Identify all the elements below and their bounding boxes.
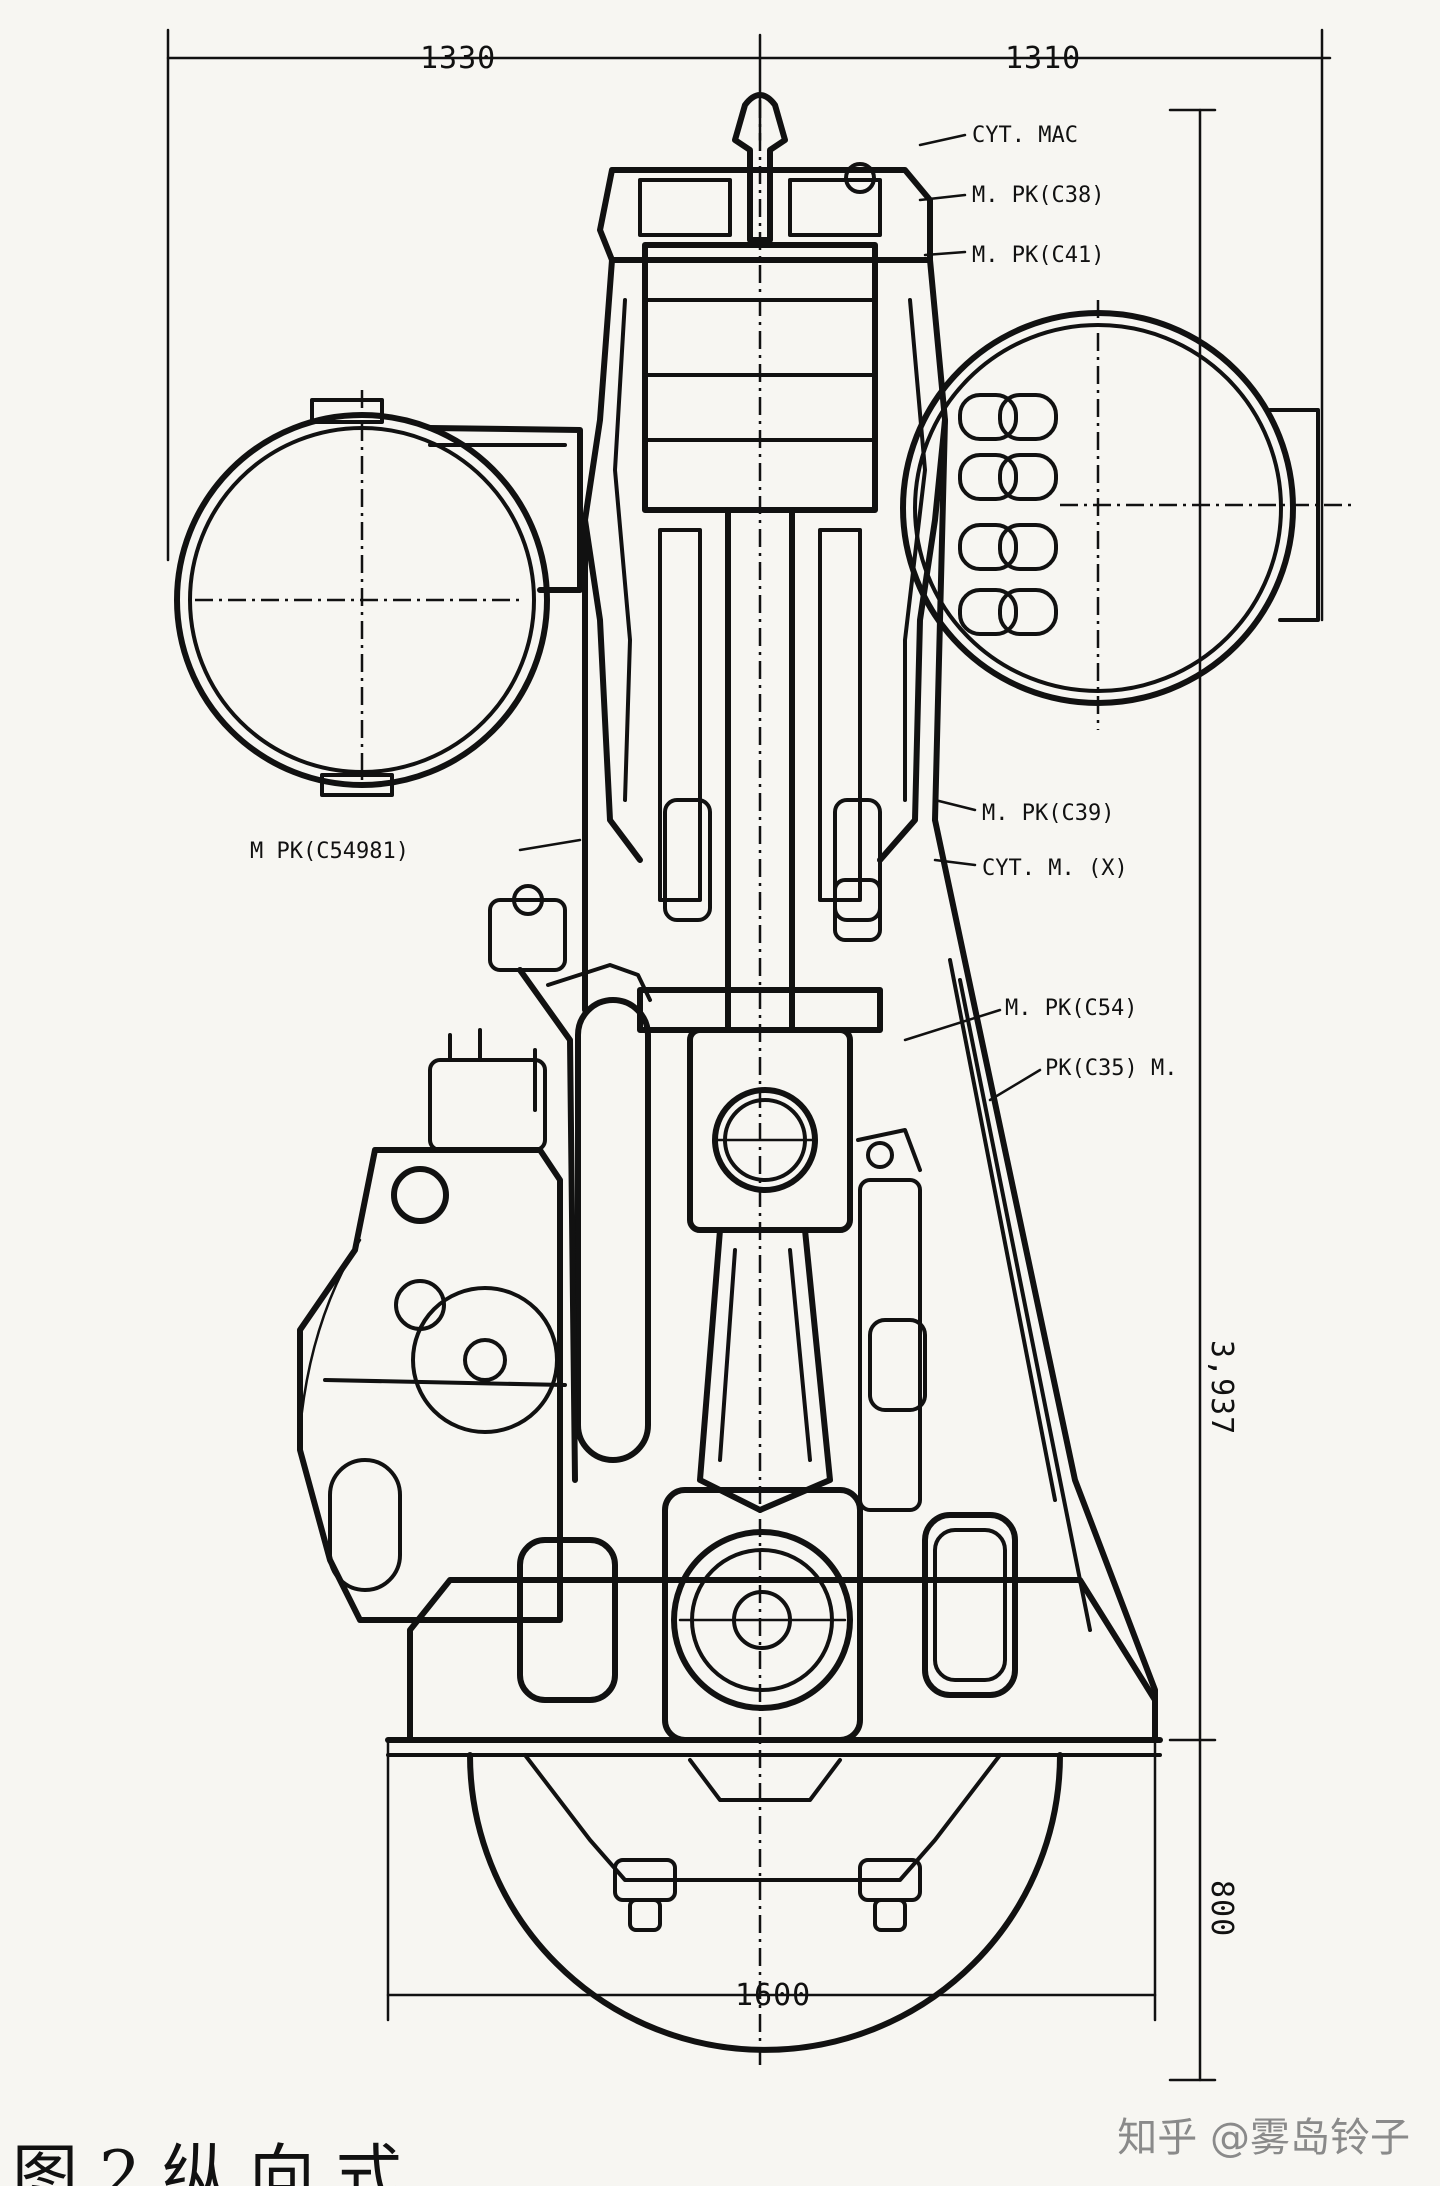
figure-caption: 图 2 纵 向 式 ... bbox=[12, 2140, 486, 2186]
part-label-1: CYT. MAC bbox=[972, 123, 1078, 148]
watermark: 知乎 @雾岛铃子 bbox=[1117, 2115, 1410, 2161]
connecting-rod bbox=[697, 1227, 833, 1513]
fuel-pump-assembly bbox=[297, 1028, 567, 1623]
leader-lines bbox=[518, 133, 1042, 1102]
oil-sump bbox=[467, 1752, 1063, 2053]
part-label-8: M PK(C54981) bbox=[250, 839, 409, 864]
dim-right-lower: 800 bbox=[1204, 1880, 1239, 1937]
part-label-3: M. PK(C41) bbox=[972, 243, 1104, 268]
part-label-5: CYT. M. (X) bbox=[982, 856, 1128, 881]
engine-frame bbox=[582, 417, 1158, 1743]
dim-top-left: 1330 bbox=[420, 41, 496, 76]
dimension-lines bbox=[166, 28, 1332, 2082]
exhaust-receiver bbox=[900, 310, 1320, 706]
scavenge-air-receiver bbox=[174, 398, 583, 797]
bedplate bbox=[385, 1512, 1163, 1757]
dim-top-right: 1310 bbox=[1005, 41, 1081, 76]
center-lines bbox=[195, 100, 1355, 2070]
dim-right-upper: 3,937 bbox=[1204, 1340, 1239, 1435]
part-label-4: M. PK(C39) bbox=[982, 801, 1114, 826]
stuffing-box bbox=[663, 798, 882, 942]
part-label-2: M. PK(C38) bbox=[972, 183, 1104, 208]
cylinder-head bbox=[597, 92, 933, 263]
part-label-6: M. PK(C54) bbox=[1005, 996, 1137, 1021]
cylinder-liner bbox=[582, 242, 948, 863]
part-label-7: PK(C35) M. bbox=[1045, 1056, 1177, 1081]
crank-journal bbox=[662, 1487, 863, 1743]
left-guide bbox=[488, 884, 652, 1483]
right-guide bbox=[856, 1128, 927, 1512]
dim-bottom: 1600 bbox=[735, 1978, 811, 2013]
